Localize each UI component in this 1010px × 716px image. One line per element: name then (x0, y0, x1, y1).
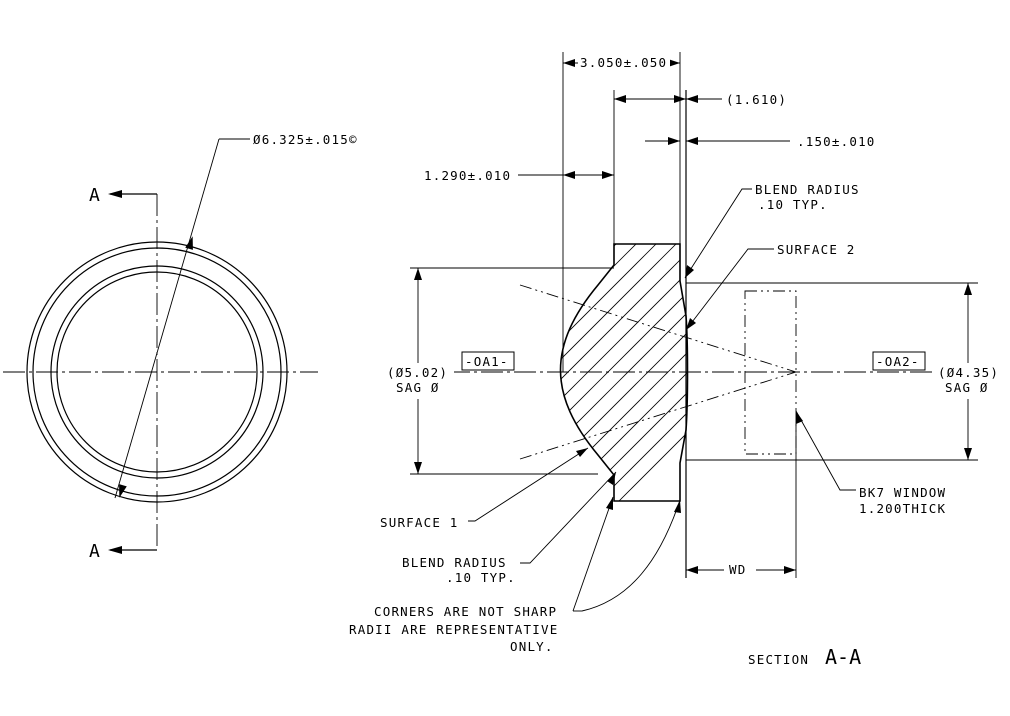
ray-bottom (519, 371, 797, 460)
diameter-arrow-top (185, 236, 193, 250)
blend-bottom-line1: BLEND RADIUS (402, 555, 507, 570)
datum-left-label: -OA1- (465, 354, 509, 369)
leader-corners-2 (581, 499, 681, 612)
window-line2: 1.200THICK (859, 501, 946, 516)
dim-arrow (686, 137, 698, 145)
leader-arrow (685, 265, 694, 278)
surface1-label: SURFACE 1 (380, 515, 459, 530)
dim-arrow (686, 95, 698, 103)
dim-arrow (563, 171, 575, 179)
section-word: SECTION (748, 652, 809, 667)
leader-surface1 (468, 447, 589, 522)
dim-arrow (563, 59, 575, 67)
overall-length-label: 3.050±.050 (580, 55, 667, 70)
corners-line3: ONLY. (510, 639, 554, 654)
leader-arrow (796, 411, 803, 424)
datum-box-right (872, 351, 926, 371)
flange-thickness-label: .150±.010 (797, 134, 876, 149)
leader-arrow (607, 472, 616, 485)
dim-arrow (784, 566, 796, 574)
dim-text-mask (384, 363, 454, 399)
dim-text-mask (936, 363, 1004, 399)
blend-top-line1: BLEND RADIUS (755, 182, 860, 197)
leader-blend-bottom (520, 471, 617, 564)
leader-arrow (576, 448, 588, 457)
section-arrow-top-head (108, 190, 122, 198)
section-view: 3.050±.050 (1.610) .150±.010 1.290±.010 … (349, 52, 1004, 669)
lens-outline (559, 243, 689, 502)
dim-arrow (964, 448, 972, 460)
dim-arrow (964, 283, 972, 295)
section-arrow-bottom-head (108, 546, 122, 554)
sag-dia-left-sub: SAG Ø (396, 380, 440, 395)
bk7-window (744, 290, 797, 455)
dim-text-mask (724, 561, 756, 577)
dim-arrow (414, 268, 422, 280)
sag-dia-left-label: (Ø5.02) (387, 365, 448, 380)
leader-window (795, 410, 856, 491)
section-mark-top: A (89, 185, 100, 206)
dim-text-mask (578, 55, 670, 71)
corners-line2: RADII ARE REPRESENTATIVE (349, 622, 558, 637)
dim-arrow (668, 137, 680, 145)
ray-top (519, 284, 797, 373)
dim-arrow (686, 566, 698, 574)
body-length-label: 1.290±.010 (424, 168, 511, 183)
section-id: A-A (825, 645, 861, 669)
outer-diameter-label: Ø6.325±.015© (253, 132, 358, 147)
leader-corners-1 (572, 496, 614, 612)
window-line1: BK7 WINDOW (859, 485, 946, 500)
datum-right-label: -OA2- (876, 354, 920, 369)
section-mark-bottom: A (89, 541, 100, 562)
surface2-label: SURFACE 2 (777, 242, 856, 257)
dim-arrow (602, 171, 614, 179)
dim-arrow (668, 59, 680, 67)
dim-arrow (674, 95, 686, 103)
datum-box-left (461, 351, 515, 371)
dim-arrow (614, 95, 626, 103)
blend-bottom-line2: .10 TYP. (446, 570, 516, 585)
wd-label: WD (729, 562, 746, 577)
sag-dia-right-sub: SAG Ø (945, 380, 989, 395)
leader-arrow (606, 497, 613, 510)
sag-dia-right-label: (Ø4.35) (938, 365, 999, 380)
leader-blend-top (684, 188, 752, 279)
blend-top-line2: .10 TYP. (758, 197, 828, 212)
corners-line1: CORNERS ARE NOT SHARP (374, 604, 557, 619)
leader-surface2 (685, 248, 774, 331)
ref-length-label: (1.610) (726, 92, 787, 107)
dim-arrow (414, 462, 422, 474)
diameter-leader (114, 138, 220, 499)
section-hatching (560, 244, 688, 501)
front-view: A A Ø6.325±.015© (3, 132, 358, 562)
diameter-arrow-bottom (119, 484, 127, 498)
leader-arrow (686, 318, 696, 330)
leader-arrow (674, 500, 681, 513)
